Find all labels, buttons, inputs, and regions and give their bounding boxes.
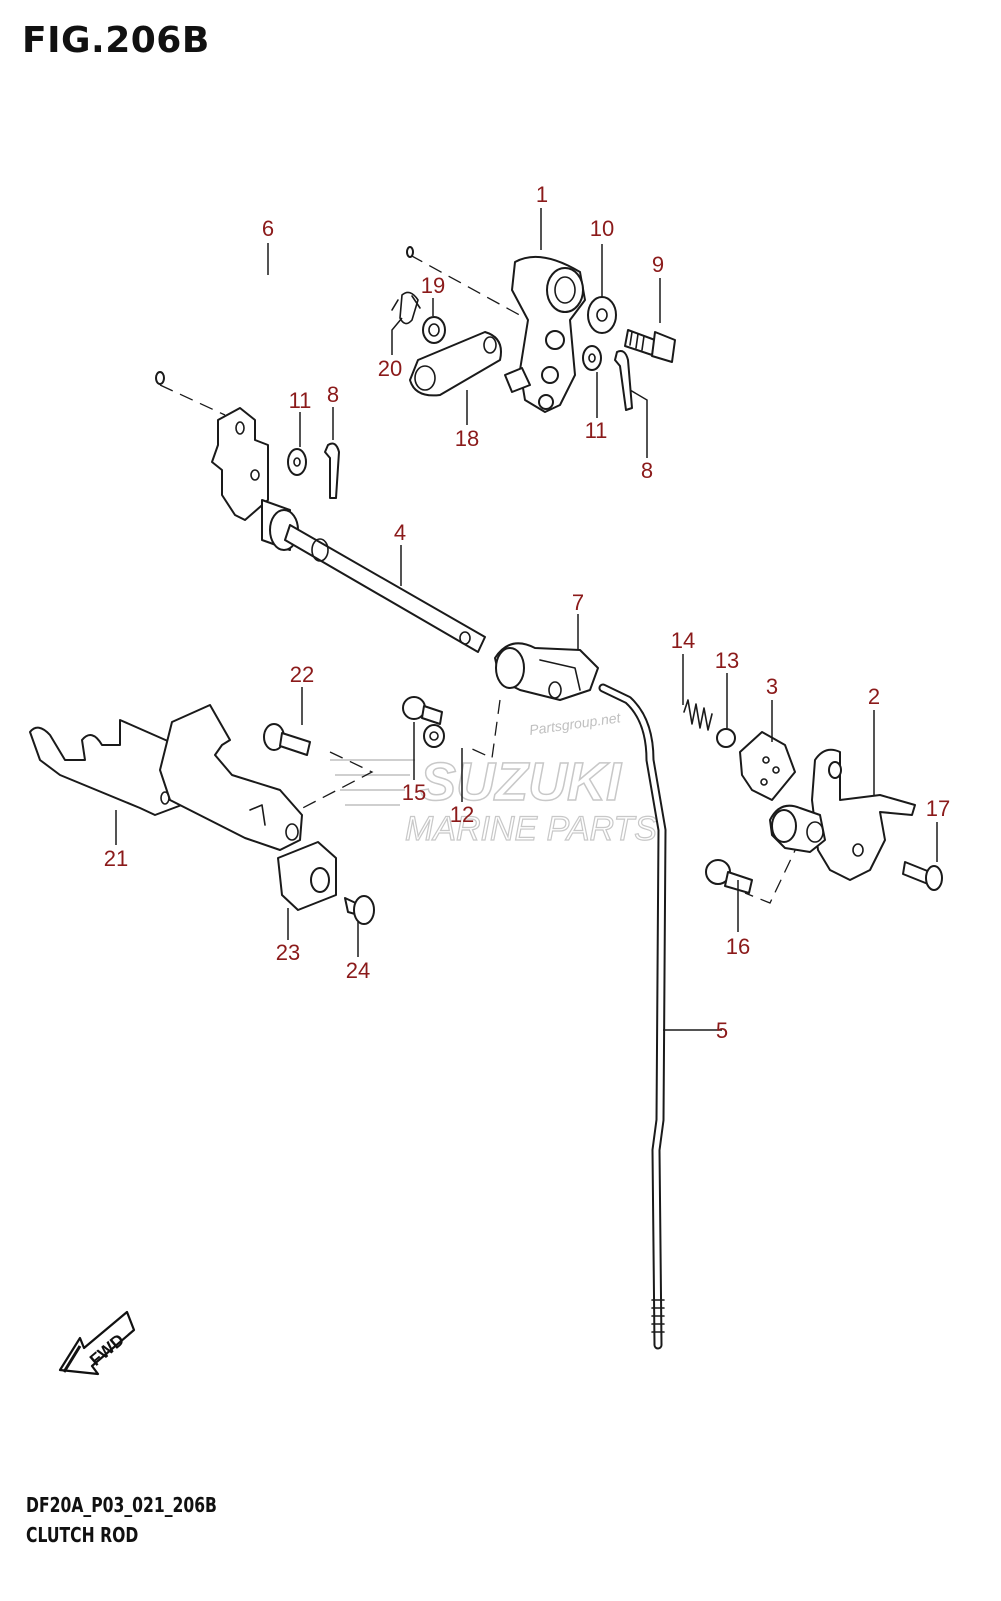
callout-2: 2 bbox=[868, 684, 880, 709]
watermark-small: Partsgroup.net bbox=[528, 709, 622, 738]
part-20-clip bbox=[391, 291, 421, 325]
callout-24: 24 bbox=[346, 958, 370, 983]
part-8-pin-left bbox=[324, 442, 340, 499]
part-12-washer bbox=[423, 724, 445, 748]
part-22-bolt bbox=[263, 723, 311, 756]
diagram-code: DF20A_P03_021_206B bbox=[26, 1493, 217, 1517]
part-24-rivet bbox=[344, 895, 375, 925]
callout-18: 18 bbox=[455, 426, 479, 451]
part-15-bolt bbox=[402, 696, 443, 725]
part-14-spring bbox=[683, 699, 713, 731]
callout-11-left: 11 bbox=[289, 388, 312, 413]
figure-title: FIG.206B bbox=[22, 20, 210, 61]
callout-5: 5 bbox=[716, 1018, 728, 1043]
callout-8-left: 8 bbox=[327, 382, 339, 407]
part-6-rod bbox=[130, 234, 414, 385]
part-13-ball bbox=[716, 728, 736, 748]
callout-6: 6 bbox=[262, 216, 274, 241]
callout-16: 16 bbox=[726, 934, 750, 959]
part-4-shaft bbox=[261, 499, 486, 653]
part-19-washer bbox=[422, 316, 446, 344]
assembly-lines bbox=[159, 254, 801, 904]
callout-17: 17 bbox=[926, 796, 950, 821]
part-11-washer-left bbox=[287, 448, 307, 476]
callout-22: 22 bbox=[290, 662, 314, 687]
callout-23: 23 bbox=[276, 940, 300, 965]
part-9-bolt bbox=[624, 329, 676, 363]
watermark: SUZUKI MARINE PARTS Partsgroup.net bbox=[330, 709, 658, 849]
callout-8-right: 8 bbox=[641, 458, 653, 483]
fwd-arrow-icon: FWD bbox=[58, 1310, 136, 1376]
callout-21: 21 bbox=[104, 846, 128, 871]
watermark-brand: SUZUKI bbox=[420, 752, 622, 812]
callout-3: 3 bbox=[766, 674, 778, 699]
part-10-washer bbox=[587, 296, 617, 334]
callouts: 1 2 3 4 5 6 7 8 8 9 10 11 11 12 13 14 15… bbox=[104, 182, 950, 1043]
part-18-lever bbox=[409, 331, 502, 397]
callout-20: 20 bbox=[378, 356, 402, 381]
callout-9: 9 bbox=[652, 252, 664, 277]
part-21-bracket bbox=[29, 704, 303, 851]
part-7-fitting bbox=[494, 642, 599, 701]
shift-bracket bbox=[211, 407, 269, 521]
part-8-pin-right bbox=[614, 350, 633, 411]
callout-19: 19 bbox=[421, 273, 445, 298]
callout-14: 14 bbox=[671, 628, 695, 653]
part-5-rod bbox=[598, 683, 667, 1350]
callout-10: 10 bbox=[590, 216, 614, 241]
part-16-bolt bbox=[705, 859, 753, 894]
part-1-lever bbox=[504, 255, 586, 413]
watermark-sub: MARINE PARTS bbox=[405, 810, 657, 848]
part-3-cam bbox=[739, 731, 796, 801]
part-11-washer-right bbox=[582, 345, 602, 371]
leader-lines bbox=[115, 208, 938, 1031]
callout-11-right: 11 bbox=[585, 418, 608, 443]
callout-15: 15 bbox=[402, 780, 426, 805]
watermark-stripes-icon bbox=[330, 759, 415, 806]
part-23-block bbox=[277, 841, 337, 911]
callout-12: 12 bbox=[450, 802, 474, 827]
diagram-name: CLUTCH ROD bbox=[26, 1523, 139, 1547]
callout-13: 13 bbox=[715, 648, 739, 673]
callout-7: 7 bbox=[572, 590, 584, 615]
callout-1: 1 bbox=[536, 182, 548, 207]
part-17-screw bbox=[902, 861, 943, 891]
part-2-lever-assembly bbox=[769, 748, 916, 881]
callout-4: 4 bbox=[394, 520, 406, 545]
